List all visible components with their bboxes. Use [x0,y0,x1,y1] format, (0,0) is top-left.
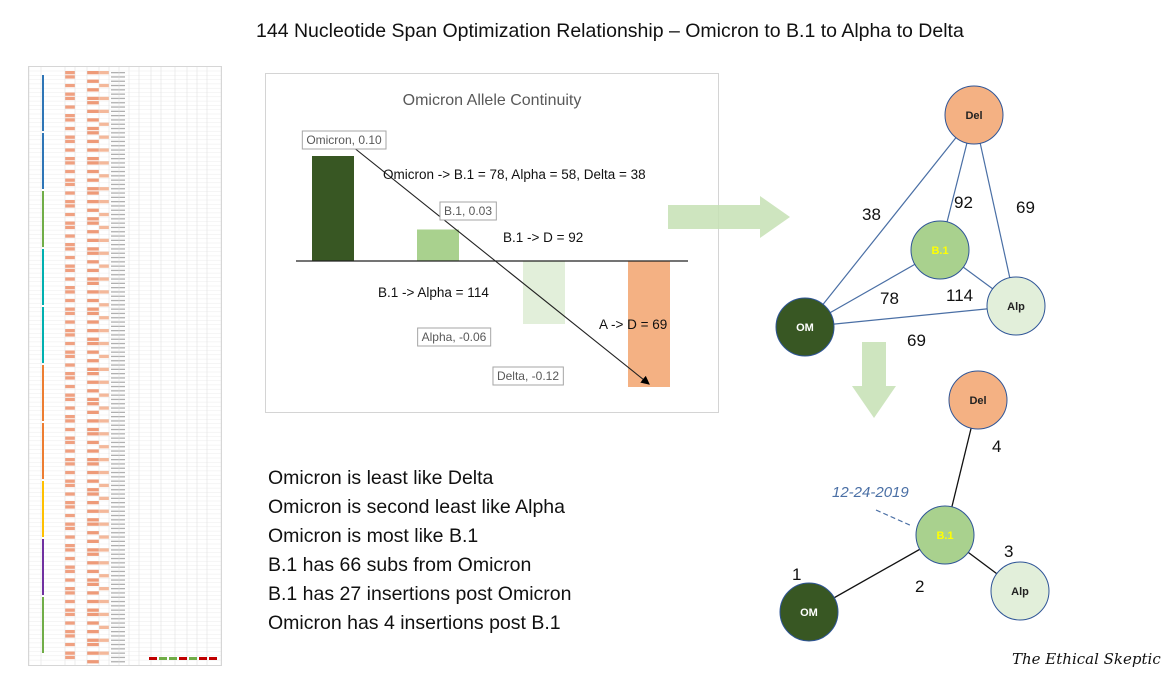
edge-label-69-bottom: 69 [907,331,926,350]
edge-bottom-b1-om [808,534,946,613]
edge-label-69-right: 69 [1016,198,1035,217]
node-label-del-top: Del [965,110,982,122]
annotation-b1-alpha: B.1 -> Alpha = 114 [378,285,489,300]
data-label-box [301,130,387,150]
data-label-text: Delta, -0.12 [497,369,559,383]
edge-del-b1 [939,114,975,251]
node-label-b1-bottom: B.1 [936,530,953,542]
node-om-top [775,297,835,357]
finding-item: B.1 has 66 subs from Omicron [268,554,532,576]
finding-item: Omicron is most like B.1 [268,525,479,547]
node-label-om-bottom: OM [800,607,818,619]
data-label-omicron: Omicron, 0.10 [301,130,387,150]
finding-item: Omicron is second least like Alpha [268,496,565,518]
data-label-alpha: Alpha, -0.06 [417,327,492,347]
data-label-delta: Delta, -0.12 [492,366,564,386]
node-b1-bottom [915,505,975,565]
edge-bottom-b1-alp [944,534,1021,592]
node-label-alp-top: Alp [1007,301,1025,313]
data-label-box [417,327,492,347]
bar-b1 [417,229,459,261]
edge-label-38: 38 [862,205,881,224]
page-title: 144 Nucleotide Span Optimization Relatio… [256,20,964,42]
data-label-box [439,201,497,221]
data-label-b1: B.1, 0.03 [439,201,497,221]
finding-item: Omicron has 4 insertions post B.1 [268,612,561,634]
date-label: 12-24-2019 [832,484,909,501]
watermark: The Ethical Skeptic [1012,650,1161,668]
edge-label-3: 3 [1004,542,1013,561]
chart-svg: Omicron Allele Continuity Omicron, 0.10B… [296,92,688,387]
chart-title: Omicron Allele Continuity [403,92,582,109]
node-label-b1-top: B.1 [931,245,948,257]
node-del-top [944,85,1004,145]
node-b1-top [910,220,970,280]
node-alp-top [986,276,1046,336]
data-label-text: Omicron, 0.10 [306,133,382,147]
edge-b1-om [804,249,941,328]
spreadsheet-thumbnail [28,66,222,666]
bar-omicron [312,156,354,261]
edge-om-alp [804,305,1017,328]
edge-del-alp [973,114,1017,307]
annotation-b1-d: B.1 -> D = 92 [503,230,583,245]
data-label-text: B.1, 0.03 [444,204,492,218]
edge-label-114: 114 [946,286,973,305]
edge-label-4: 4 [992,437,1001,456]
green-arrow-down [852,342,896,418]
node-del-bottom [948,370,1008,430]
edge-b1-alp [939,249,1017,307]
annotation-omicron: Omicron -> B.1 = 78, Alpha = 58, Delta =… [383,167,646,182]
edge-label-92: 92 [954,193,973,212]
date-pointer [875,509,913,527]
edge-label-2: 2 [915,577,924,596]
bar-alpha [523,261,565,324]
spreadsheet-grid [29,67,221,665]
node-alp-bottom [990,561,1050,621]
bar-delta [628,261,670,387]
node-label-del-bottom: Del [969,395,986,407]
node-label-alp-bottom: Alp [1011,586,1029,598]
data-label-text: Alpha, -0.06 [422,330,487,344]
node-om-bottom [779,582,839,642]
finding-item: B.1 has 27 insertions post Omicron [268,583,572,605]
finding-item: Omicron is least like Delta [268,467,494,489]
edge-label-78: 78 [880,289,899,308]
edge-del-om [804,114,975,328]
edge-bottom-del-b1 [944,399,979,536]
data-label-box [492,366,564,386]
node-label-om-top: OM [796,322,814,334]
annotation-a-d: A -> D = 69 [599,317,667,332]
trend-arrow [337,134,650,385]
edge-label-1: 1 [792,565,801,584]
findings-list: Omicron is least like Delta Omicron is s… [268,464,571,638]
